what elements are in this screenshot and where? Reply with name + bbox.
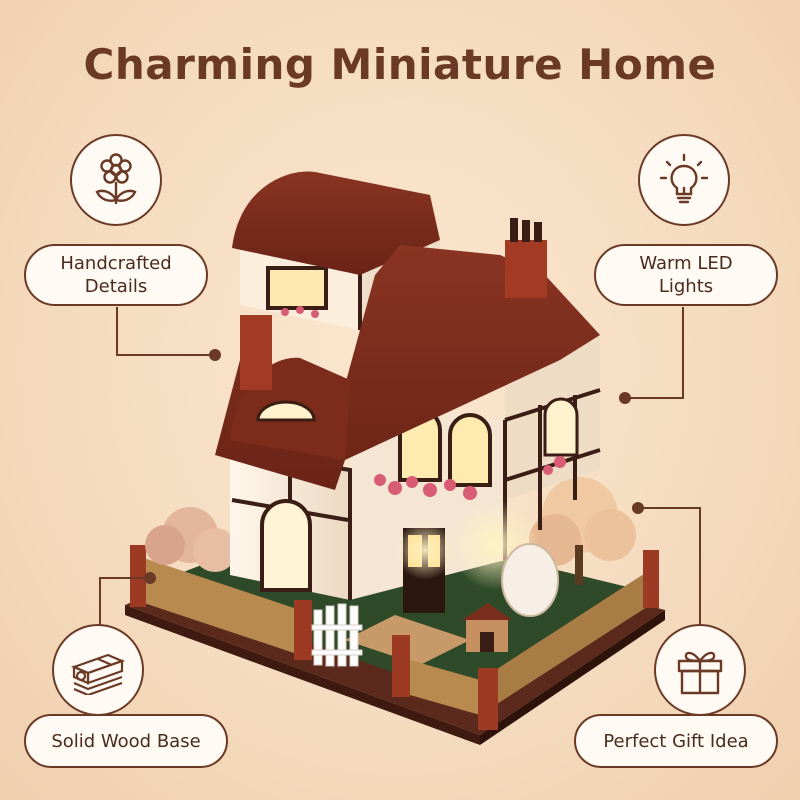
feature-gift-label: Perfect Gift Idea (574, 714, 778, 768)
page-title: Charming Miniature Home (83, 40, 717, 89)
wood-logs-icon (70, 653, 126, 695)
picket-gate (311, 603, 363, 667)
gift-box-icon (677, 651, 723, 695)
brick-pillar (130, 545, 146, 607)
dormer-roof (232, 171, 440, 275)
feature-label-text: Solid Wood Base (51, 730, 201, 752)
feature-led-label: Warm LED Lights (594, 244, 778, 306)
feature-wood-label: Solid Wood Base (24, 714, 228, 768)
arched-window (260, 499, 312, 592)
feature-led-badge (638, 134, 730, 226)
feature-handcrafted-label: Handcrafted Details (24, 244, 208, 306)
feature-label-text: Perfect Gift Idea (603, 730, 749, 752)
lightbulb-icon (659, 153, 709, 204)
feature-label-text: Warm LED Lights (639, 253, 733, 297)
swing-chair (501, 543, 559, 617)
feature-gift-badge (654, 624, 746, 716)
flower-icon (95, 153, 137, 204)
feature-label-text: Handcrafted Details (60, 253, 172, 297)
feature-wood-badge (52, 624, 144, 716)
chimney (505, 240, 547, 298)
feature-handcrafted-badge (70, 134, 162, 226)
